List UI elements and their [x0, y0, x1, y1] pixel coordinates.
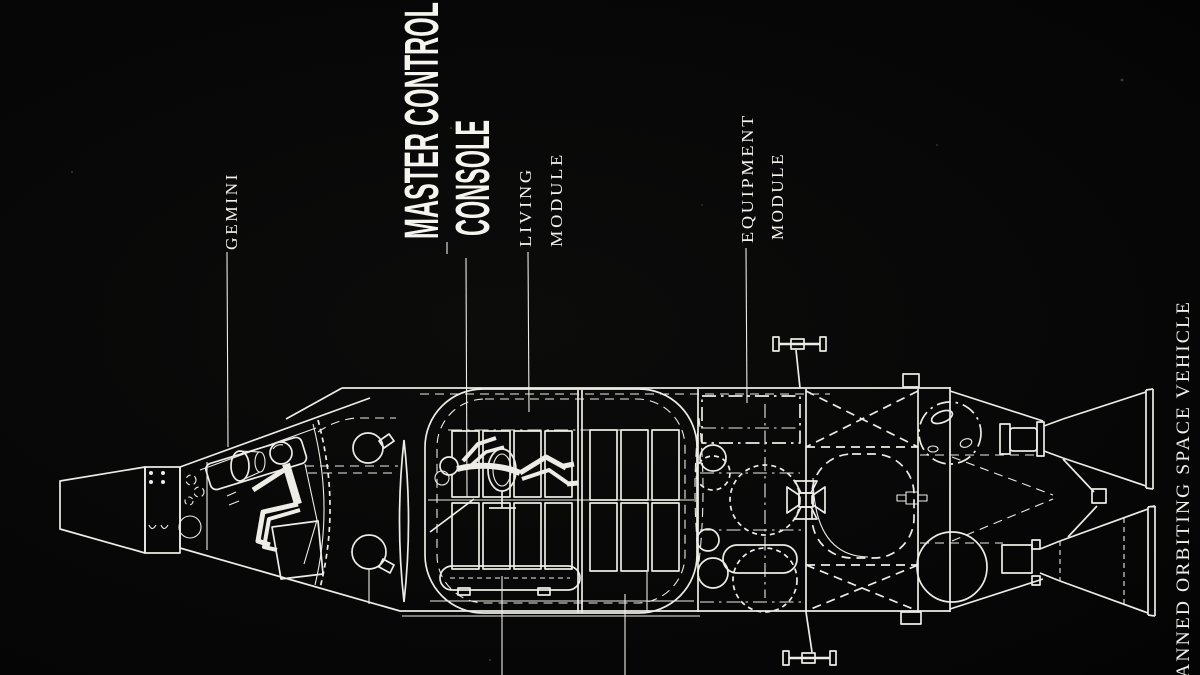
pipe-fitting — [896, 491, 928, 505]
label-master-control: MASTER CONTROL — [396, 2, 449, 239]
rcs-compartment — [178, 474, 205, 539]
label-gemini: GEMINI — [222, 172, 241, 250]
spherical-tank-lower — [916, 531, 988, 603]
leader-gemini — [226, 251, 229, 448]
astronaut-floating — [434, 436, 579, 487]
nose-cone — [59, 466, 181, 554]
spherical-tank-upper — [918, 401, 982, 465]
label-living: LIVING — [516, 167, 535, 247]
living-module — [424, 388, 698, 614]
tank-cluster — [695, 444, 801, 613]
crew-couch — [439, 565, 581, 596]
tank-nozzle-lower — [378, 558, 395, 574]
access-ramp — [429, 498, 475, 533]
truss-x-brace-top — [805, 390, 919, 448]
equipment-module — [694, 373, 1054, 625]
hull-fitting-bottom — [900, 611, 922, 625]
label-edge-caption: ANNED ORBITING SPACE VEHICLE — [1173, 300, 1194, 675]
label-equipment-module: MODULE — [768, 152, 787, 240]
leader-equipment-module — [745, 247, 748, 404]
leader-master-console — [465, 257, 468, 498]
main-propellant-tank — [811, 453, 915, 559]
nose-vent-dots — [149, 471, 165, 484]
gemini-capsule — [178, 397, 401, 612]
truss-x-brace-bottom — [805, 564, 919, 612]
engine-bell-lower — [1001, 505, 1156, 617]
master-control-console — [487, 448, 517, 509]
label-equipment: EQUIPMENT — [738, 113, 757, 243]
rcs-thruster-quad — [786, 480, 826, 520]
film-grain-specks — [71, 78, 1124, 661]
instrument-panel — [205, 436, 308, 506]
label-living-module: MODULE — [547, 152, 566, 247]
label-console: CONSOLE — [447, 120, 500, 236]
leader-living-module — [527, 251, 530, 413]
adapter-section — [305, 417, 410, 604]
antenna-pylon-bottom — [782, 611, 837, 666]
antenna-pylon-top — [772, 336, 827, 389]
module-divider-wall — [577, 390, 583, 613]
hull-outline — [285, 387, 951, 617]
engine-support-struts — [1062, 458, 1107, 538]
leader-lines — [226, 242, 748, 675]
vehicle-drawing — [59, 336, 1156, 666]
engine-bell-upper — [999, 388, 1154, 490]
locker-grid — [428, 429, 694, 572]
tank-nozzle-upper — [378, 433, 395, 449]
astronaut-seated — [251, 441, 324, 580]
labels: GEMINI MASTER CONTROL CONSOLE LIVING MOD… — [222, 2, 1194, 675]
hull-fitting-top — [902, 373, 920, 388]
